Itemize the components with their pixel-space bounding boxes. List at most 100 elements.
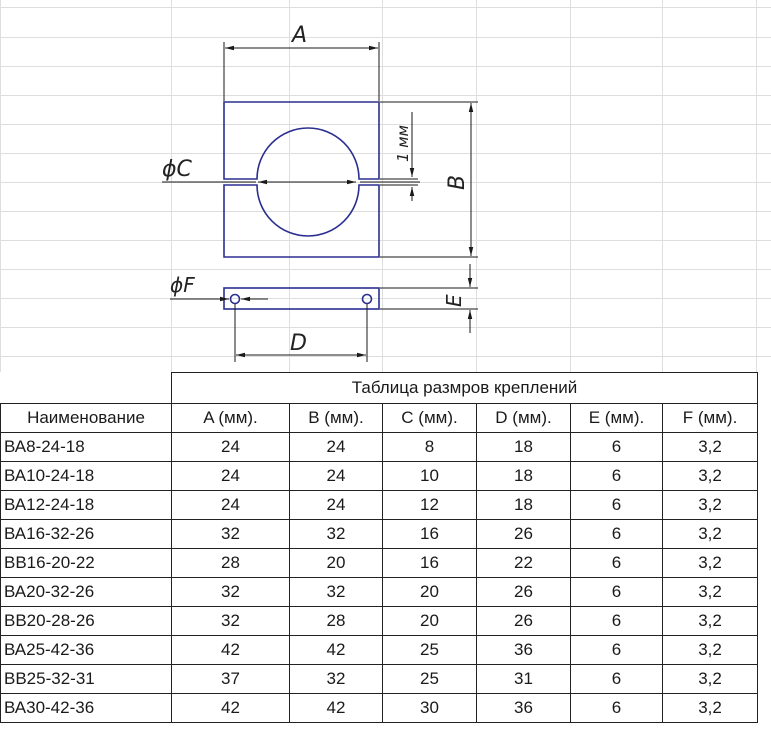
cell-d: 18 [476, 461, 571, 491]
cell-e: 6 [570, 461, 663, 491]
cell-d: 26 [476, 606, 571, 636]
cell-b: 42 [289, 693, 383, 723]
cell-c: 12 [382, 490, 477, 520]
dimension-a [223, 42, 380, 101]
cell-e: 6 [570, 490, 663, 520]
cell-a: 24 [171, 490, 290, 520]
cell-a: 32 [171, 519, 290, 549]
cell-b: 28 [289, 606, 383, 636]
cell-f: 3,2 [661, 635, 759, 665]
cell-a: 42 [171, 635, 290, 665]
cell-f: 3,2 [661, 693, 759, 723]
dimension-gap-label: 1 мм [394, 125, 412, 162]
cell-f: 3,2 [661, 606, 759, 636]
cell-d: 31 [476, 664, 571, 694]
cell-a: 32 [171, 606, 290, 636]
cell-name: ВВ20-28-26 [0, 606, 172, 636]
cell-name: ВА8-24-18 [0, 432, 172, 462]
cell-b: 20 [289, 548, 383, 578]
cell-e: 6 [570, 664, 663, 694]
dimension-e [380, 264, 478, 333]
cell-f: 3,2 [661, 490, 759, 520]
header-b: B (мм). [289, 403, 383, 433]
cell-d: 22 [476, 548, 571, 578]
cell-e: 6 [570, 635, 663, 665]
cell-a: 32 [171, 577, 290, 607]
cell-name: ВА12-24-18 [0, 490, 172, 520]
cell-f: 3,2 [661, 577, 759, 607]
cell-c: 16 [382, 519, 477, 549]
cell-c: 25 [382, 635, 477, 665]
cell-a: 24 [171, 432, 290, 462]
table-title: Таблица размров креплений [170, 372, 759, 404]
cell-b: 42 [289, 635, 383, 665]
dimension-c-label: ϕC [162, 157, 193, 182]
cell-d: 18 [476, 490, 571, 520]
cell-f: 3,2 [661, 548, 759, 578]
dimension-gap [380, 112, 418, 201]
header-d: D (мм). [476, 403, 571, 433]
cell-d: 26 [476, 519, 571, 549]
dimension-a-label: A [290, 23, 307, 48]
dimension-d-label: D [290, 331, 307, 356]
cell-c: 20 [382, 606, 477, 636]
cell-f: 3,2 [661, 664, 759, 694]
cell-a: 28 [171, 548, 290, 578]
cell-c: 25 [382, 664, 477, 694]
cell-e: 6 [570, 548, 663, 578]
cell-name: ВА10-24-18 [0, 461, 172, 491]
cell-b: 24 [289, 461, 383, 491]
mount-drawing: A B ϕC 1 мм E ϕF D [162, 23, 478, 362]
cell-d: 18 [476, 432, 571, 462]
header-a: A (мм). [171, 403, 290, 433]
header-c: C (мм). [382, 403, 477, 433]
cell-f: 3,2 [661, 519, 759, 549]
cell-e: 6 [570, 606, 663, 636]
cell-c: 8 [382, 432, 477, 462]
cell-name: ВА20-32-26 [0, 577, 172, 607]
dimension-b [380, 101, 478, 258]
dimension-e-label: E [442, 294, 466, 307]
dimension-d [234, 304, 368, 362]
cell-name: ВВ25-32-31 [0, 664, 172, 694]
cell-d: 26 [476, 577, 571, 607]
cell-e: 6 [570, 693, 663, 723]
cell-name: ВВ16-20-22 [0, 548, 172, 578]
cell-b: 24 [289, 490, 383, 520]
cell-a: 24 [171, 461, 290, 491]
cell-a: 37 [171, 664, 290, 694]
header-name: Наименование [0, 403, 172, 433]
dimension-b-label: B [445, 175, 470, 190]
mount-sizes-table: Таблица размров креплений Наименование A… [0, 372, 759, 723]
cell-c: 10 [382, 461, 477, 491]
table-title-row: Таблица размров креплений [0, 372, 759, 404]
cell-c: 20 [382, 577, 477, 607]
cell-name: ВА25-42-36 [0, 635, 172, 665]
cell-b: 32 [289, 664, 383, 694]
cell-e: 6 [570, 519, 663, 549]
bracket-top-view [223, 101, 380, 258]
cell-b: 24 [289, 432, 383, 462]
blank-cell [0, 372, 172, 404]
cell-c: 30 [382, 693, 477, 723]
cell-name: ВА16-32-26 [0, 519, 172, 549]
cell-b: 32 [289, 577, 383, 607]
dimension-f-label: ϕF [170, 273, 195, 297]
cell-c: 16 [382, 548, 477, 578]
cell-f: 3,2 [661, 461, 759, 491]
cell-d: 36 [476, 635, 571, 665]
cell-b: 32 [289, 519, 383, 549]
table-header-row: Наименование A (мм). B (мм). C (мм). D (… [0, 403, 759, 433]
cell-d: 36 [476, 693, 571, 723]
header-e: E (мм). [570, 403, 663, 433]
